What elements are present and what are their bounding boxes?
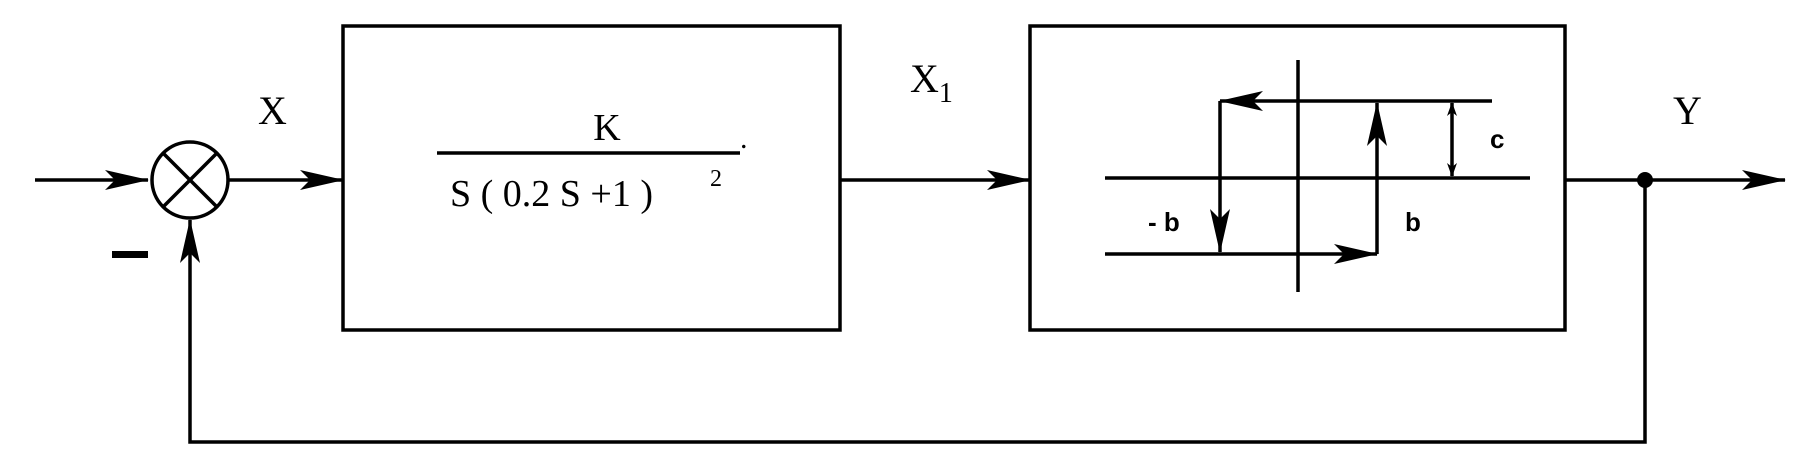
summing-junction [150, 140, 230, 220]
signal-x1-label: X1 [910, 56, 953, 109]
tf-exponent: 2 [710, 166, 722, 192]
feedback-minus-sign [112, 251, 148, 258]
signal-y-label: Y [1673, 88, 1702, 133]
tf-trailing-dot: . [740, 122, 748, 155]
tf-denominator: S ( 0.2 S +1 ) [450, 173, 653, 215]
threshold-b-label: b [1405, 207, 1421, 237]
hysteresis-characteristic [1105, 60, 1530, 292]
signal-x-label: X [258, 88, 287, 133]
threshold-minus-b-label: - b [1148, 207, 1180, 237]
feedback-path [180, 180, 1647, 444]
tf-numerator: K [593, 107, 621, 149]
linear-block [341, 24, 842, 332]
output-level-c-label: c [1490, 124, 1504, 154]
